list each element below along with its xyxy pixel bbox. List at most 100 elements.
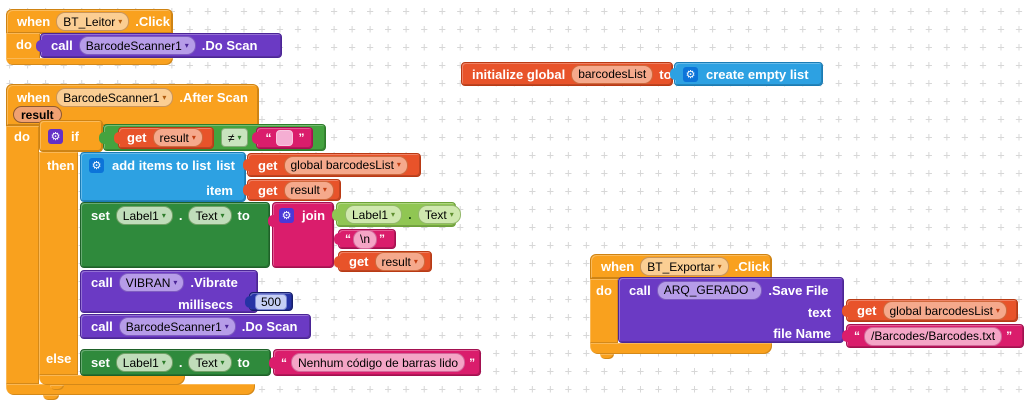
block-set-label1-text[interactable]: set Label1 ▾ . Text ▾ to	[80, 202, 270, 268]
gear-icon[interactable]: ⚙	[683, 66, 698, 82]
field-value: barcodesList	[578, 67, 647, 81]
do-label: do	[596, 283, 612, 298]
variable-dropdown-global-barcodeslist[interactable]: global barcodesList ▾	[283, 155, 408, 175]
block-get-global-barcodeslist[interactable]: get global barcodesList ▾	[842, 299, 1018, 322]
block-call-doscan[interactable]: call BarcodeScanner1 ▾ .Do Scan	[36, 33, 282, 58]
dropdown-arrow-icon: ▾	[995, 305, 1000, 315]
property-dropdown-text[interactable]: Text ▾	[188, 353, 232, 372]
block-if[interactable]: ⚙ if	[39, 120, 103, 152]
component-dropdown-label1[interactable]: Label1 ▾	[345, 205, 403, 224]
text-field[interactable]: /Barcodes/Barcodes.txt	[864, 326, 1003, 346]
variable-name-field[interactable]: barcodesList	[571, 64, 654, 84]
component-dropdown-label1[interactable]: Label1 ▾	[115, 353, 173, 372]
component-dropdown-arqgerado[interactable]: ARQ_GERADO ▾	[656, 280, 763, 300]
method-label: .Do Scan	[201, 38, 258, 53]
block-empty-string[interactable]: “ ”	[252, 126, 314, 149]
method-label: .Vibrate	[190, 275, 238, 290]
call-row: call VIBRAN ▾ .Vibrate	[81, 271, 257, 294]
block-join[interactable]: ⚙ join	[268, 202, 334, 268]
do-label: do	[14, 129, 30, 144]
to-label: to	[237, 208, 250, 223]
empty-text-field[interactable]	[276, 129, 294, 146]
variable-dropdown-result[interactable]: result ▾	[283, 180, 334, 200]
variable-dropdown-global-barcodeslist[interactable]: global barcodesList ▾	[882, 301, 1007, 320]
dropdown-arrow-icon: ▾	[220, 357, 225, 367]
dropdown-arrow-icon: ▾	[224, 321, 229, 331]
component-dropdown-barcodescanner1[interactable]: BarcodeScanner1 ▾	[78, 36, 196, 55]
block-not-equal-compare[interactable]: get result ▾ ≠ ▾ “ ”	[99, 124, 326, 151]
block-get-result[interactable]: get result ▾	[114, 126, 214, 149]
component-dropdown-vibran[interactable]: VIBRAN ▾	[118, 273, 185, 292]
block-get-global-barcodeslist[interactable]: get global barcodesList ▾	[243, 153, 421, 177]
block-add-items-to-list[interactable]: ⚙ add items to list list item	[80, 152, 246, 202]
block-string-newline[interactable]: “ \n ”	[334, 229, 396, 249]
property-dropdown-text[interactable]: Text ▾	[188, 206, 232, 225]
operator-dropdown[interactable]: ≠ ▾	[220, 128, 249, 147]
dropdown-arrow-icon: ▾	[396, 160, 401, 169]
dropdown-value: BarcodeScanner1	[125, 319, 222, 334]
component-dropdown-barcodescanner1[interactable]: BarcodeScanner1 ▾	[56, 88, 174, 107]
gear-icon[interactable]: ⚙	[48, 128, 63, 144]
component-dropdown-btleitor[interactable]: BT_Leitor ▾	[56, 12, 130, 31]
variable-dropdown-result[interactable]: result ▾	[152, 128, 203, 147]
close-quote: ”	[379, 232, 386, 246]
property-dropdown-text[interactable]: Text ▾	[417, 205, 461, 224]
field-value: 500	[260, 294, 282, 309]
number-field[interactable]: 500	[254, 293, 288, 310]
dropdown-arrow-icon: ▾	[751, 285, 756, 294]
item-socket-label: item	[206, 183, 233, 198]
open-quote: “	[345, 232, 351, 246]
variable-dropdown-result[interactable]: result ▾	[374, 252, 425, 271]
block-bottom-lip	[6, 58, 173, 65]
block-string-message[interactable]: “ Nenhum código de barras lido ”	[269, 349, 481, 376]
close-quote: ”	[1006, 329, 1013, 343]
dropdown-arrow-icon: ▾	[237, 132, 242, 142]
block-call-vibrate[interactable]: call VIBRAN ▾ .Vibrate millisecs	[80, 270, 258, 313]
block-get-result[interactable]: get result ▾	[334, 251, 432, 272]
component-dropdown-btexportar[interactable]: BT_Exportar ▾	[640, 257, 729, 276]
event-header-row: when BarcodeScanner1 ▾ .After Scan	[7, 85, 258, 110]
dropdown-arrow-icon: ▾	[391, 209, 396, 219]
block-when-btleitor-click[interactable]: when BT_Leitor ▾ .Click	[6, 9, 173, 34]
event-label: .After Scan	[179, 90, 248, 105]
block-when-afterscan[interactable]: when BarcodeScanner1 ▾ .After Scan resul…	[6, 84, 259, 126]
block-call-doscan[interactable]: call BarcodeScanner1 ▾ .Do Scan	[80, 314, 311, 339]
call-row: call ARQ_GERADO ▾ .Save File	[619, 278, 843, 302]
dropdown-value: BT_Exportar	[647, 259, 715, 274]
operator-value: ≠	[227, 130, 235, 145]
event-param-result[interactable]: result	[13, 106, 62, 123]
join-label: join	[302, 208, 326, 223]
gear-icon[interactable]: ⚙	[89, 158, 104, 173]
block-string-filepath[interactable]: “ /Barcodes/Barcodes.txt ”	[842, 324, 1024, 348]
component-dropdown-barcodescanner1[interactable]: BarcodeScanner1 ▾	[118, 317, 236, 336]
text-row: text	[619, 302, 843, 323]
dropdown-arrow-icon: ▾	[220, 210, 225, 220]
get-label: get	[258, 157, 278, 173]
text-field[interactable]: Nenhum código de barras lido	[291, 353, 466, 372]
text-field[interactable]: \n	[353, 229, 378, 249]
join-row: ⚙ join	[273, 203, 333, 228]
block-label1-text-getter[interactable]: Label1 ▾ . Text ▾	[332, 202, 461, 227]
to-label: to	[237, 355, 250, 370]
dropdown-value: Text	[195, 355, 218, 370]
dot-label: .	[178, 355, 183, 370]
add-items-label: add items to list	[112, 158, 211, 173]
block-call-savefile[interactable]: call ARQ_GERADO ▾ .Save File text file N…	[618, 277, 844, 343]
block-get-result[interactable]: get result ▾	[243, 179, 341, 201]
dropdown-value: result	[159, 130, 189, 145]
block-number-500[interactable]: 500	[245, 292, 293, 311]
block-create-empty-list[interactable]: ⚙ create empty list	[670, 62, 823, 86]
dropdown-arrow-icon: ▾	[717, 261, 722, 271]
block-set-label1-text-else[interactable]: set Label1 ▾ . Text ▾ to	[80, 349, 271, 376]
item-row: item	[81, 178, 245, 203]
block-bottom-lip	[6, 384, 255, 395]
block-initialize-global[interactable]: initialize global barcodesList to	[461, 62, 673, 86]
do-spine: do	[590, 279, 618, 343]
component-dropdown-label1[interactable]: Label1 ▾	[115, 206, 173, 225]
dropdown-value: result	[290, 183, 320, 197]
block-when-btexportar-click[interactable]: when BT_Exportar ▾ .Click	[590, 254, 772, 279]
open-quote: “	[854, 329, 860, 343]
event-label: .Click	[135, 14, 170, 29]
gear-icon[interactable]: ⚙	[279, 208, 294, 223]
